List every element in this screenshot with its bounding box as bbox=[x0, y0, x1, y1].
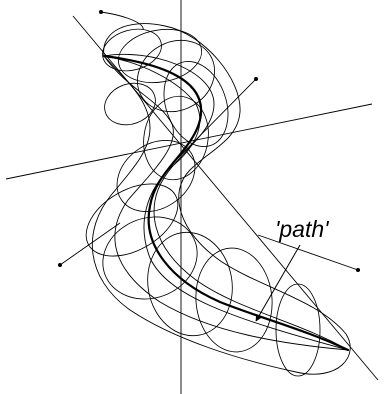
diagonal-axis bbox=[73, 16, 378, 380]
control-handle-upper-right bbox=[176, 79, 256, 160]
control-point-upper-right bbox=[254, 77, 258, 81]
control-point-top bbox=[99, 10, 103, 14]
coordinate-axes bbox=[6, 0, 378, 394]
path-label: 'path' bbox=[275, 216, 330, 242]
control-point-left bbox=[58, 263, 62, 267]
control-handle-left bbox=[60, 223, 120, 265]
cross-section-1 bbox=[98, 23, 166, 77]
cross-section-2 bbox=[114, 23, 206, 89]
control-point-right bbox=[356, 268, 360, 272]
